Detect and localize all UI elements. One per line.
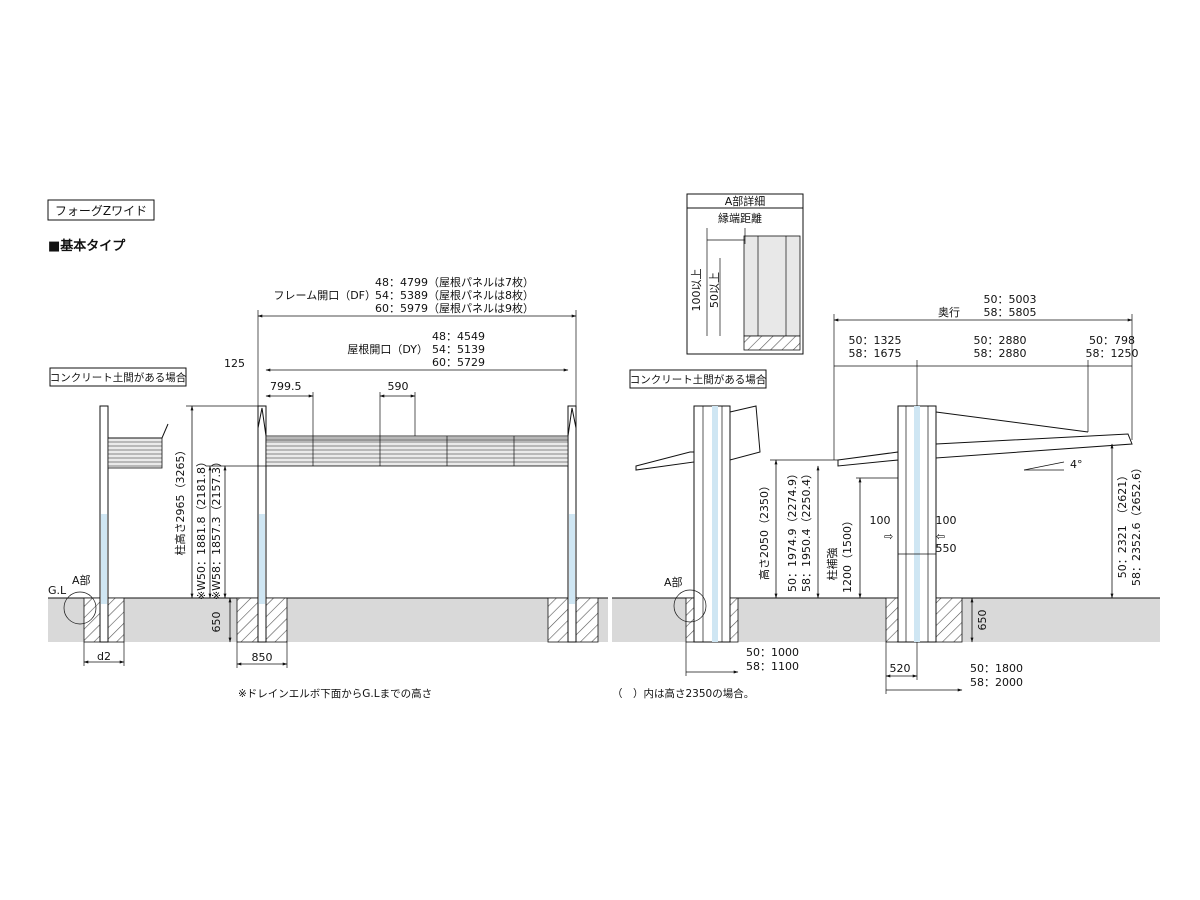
concrete-note-left: コンクリート土間がある場合 [50,371,187,384]
post-height: 柱高さ2965（3265） [173,445,187,556]
arrow-right-icon: ⇨ [884,530,893,543]
drain-w58: ※W58：1857.3（2157.3） [210,456,223,600]
roof-opening-label: 屋根開口（DY） [347,342,428,356]
roof-panels [265,435,569,467]
depth-label: 奥行 [938,305,960,319]
frame-opening-label: フレーム開口（DF） [274,289,376,302]
right-50: 50：2321 （2621） [1116,470,1129,579]
reinforce-label: 柱補強 [825,548,839,581]
dim-650-left: 650 [210,612,223,633]
dim-100-right: 100 [936,514,957,527]
right-58: 58：2352.6（2652.6） [1130,462,1143,586]
angle-label: 4° [1070,458,1083,471]
product-name-box: フォーグZワイド [47,199,155,221]
a-label-right: A部 [664,575,683,589]
roof-opening-48: 48：4549 [432,330,485,343]
seg3-58: 58：1250 [1086,347,1139,360]
detail-a-title: A部詳細 [725,194,766,208]
dim-650-right: 650 [976,610,989,631]
width-1800: 50：1800 [970,662,1023,675]
drain-w50: ※W50：1881.8（2181.8） [195,456,208,600]
dim-125: 125 [224,357,245,370]
frame-opening-54: 54：5389（屋根パネルは8枚） [375,288,534,302]
min-50: 50以上 [708,272,721,308]
reinforce-value: 1200（1500） [841,515,854,593]
seg2-50: 50：2880 [974,334,1027,347]
frame-opening-60: 60：5979（屋根パネルは9枚） [375,301,534,315]
depth-50: 50：5003 [984,293,1037,306]
left-front-view: 48：4799（屋根パネルは7枚） フレーム開口（DF） 54：5389（屋根パ… [48,275,608,700]
detail-a: A部詳細 縁端距離 100以上 50以上 [686,193,804,355]
ground-left [48,598,608,642]
min-100: 100以上 [690,269,703,312]
roof-opening-54: 54：5139 [432,343,485,356]
dim-d2: d2 [97,650,111,663]
arrow-left-icon: ⇦ [936,530,945,543]
seg1-50: 50：1325 [849,334,902,347]
frame-opening-48: 48：4799（屋根パネルは7枚） [375,275,534,289]
gl-label-left: G.L [48,584,67,597]
width-2000: 58：2000 [970,676,1023,689]
footnote-right: （ ）内は高さ2350の場合。 [612,687,754,700]
footnote-left: ※ドレインエルボ下面からG.Lまでの高さ [238,687,432,700]
seg3-50: 50：798 [1089,334,1135,347]
section-title: ■基本タイプ [48,238,126,254]
height-label: 高さ2050（2350） [757,480,771,580]
concrete-note-right: コンクリート土間がある場合 [630,373,767,386]
dim-550: 550 [936,542,957,555]
roof-beam [935,433,1133,459]
seg2-58: 58：2880 [974,347,1027,360]
a-label-left: A部 [72,573,91,587]
depth-58: 58：5805 [984,306,1037,319]
width-50: 50：1000 [746,646,799,659]
product-name: フォーグZワイド [55,204,147,218]
dim-520: 520 [890,662,911,675]
right-side-view: コンクリート土間がある場合 50：5003 奥行 58：5805 50：1325… [612,293,1160,700]
edge-distance: 縁端距離 [718,211,762,225]
dim-799-5: 799.5 [270,380,302,393]
roof-opening-60: 60：5729 [432,356,485,369]
height-58: 58：1950.4（2250.4） [800,468,813,592]
dim-100-left: 100 [870,514,891,527]
dim-590: 590 [388,380,409,393]
dim-850: 850 [252,651,273,664]
height-50: 50：1974.9（2274.9） [786,468,799,592]
seg1-58: 58：1675 [849,347,902,360]
width-58: 58：1100 [746,660,799,673]
